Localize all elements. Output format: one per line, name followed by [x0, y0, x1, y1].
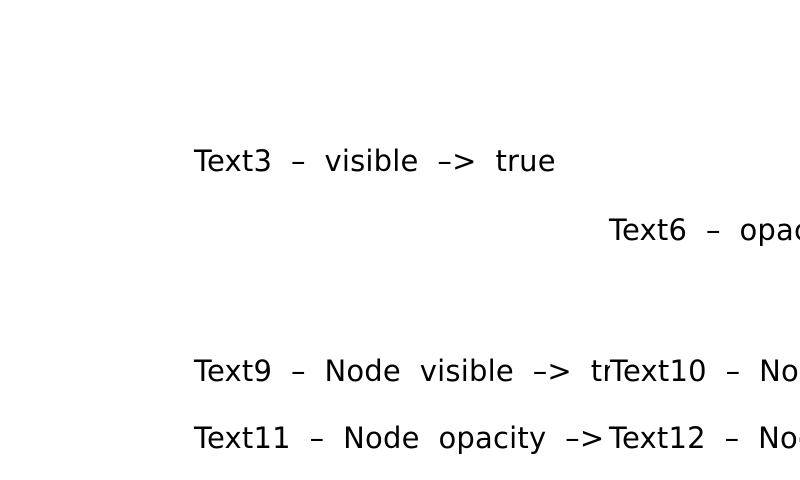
text-run-text10: Text10 – Nod	[610, 357, 800, 386]
text-run-text12: Text12 – Nod	[609, 424, 800, 453]
text-run-text11: Text11 – Node opacity –> 0	[194, 421, 642, 455]
text-run-text6: Text6 – opac	[609, 213, 800, 247]
text-run-text9: Text9 – Node visible –> tru	[194, 354, 634, 388]
text-run-text3: Text3 – visible –> true	[194, 144, 556, 178]
